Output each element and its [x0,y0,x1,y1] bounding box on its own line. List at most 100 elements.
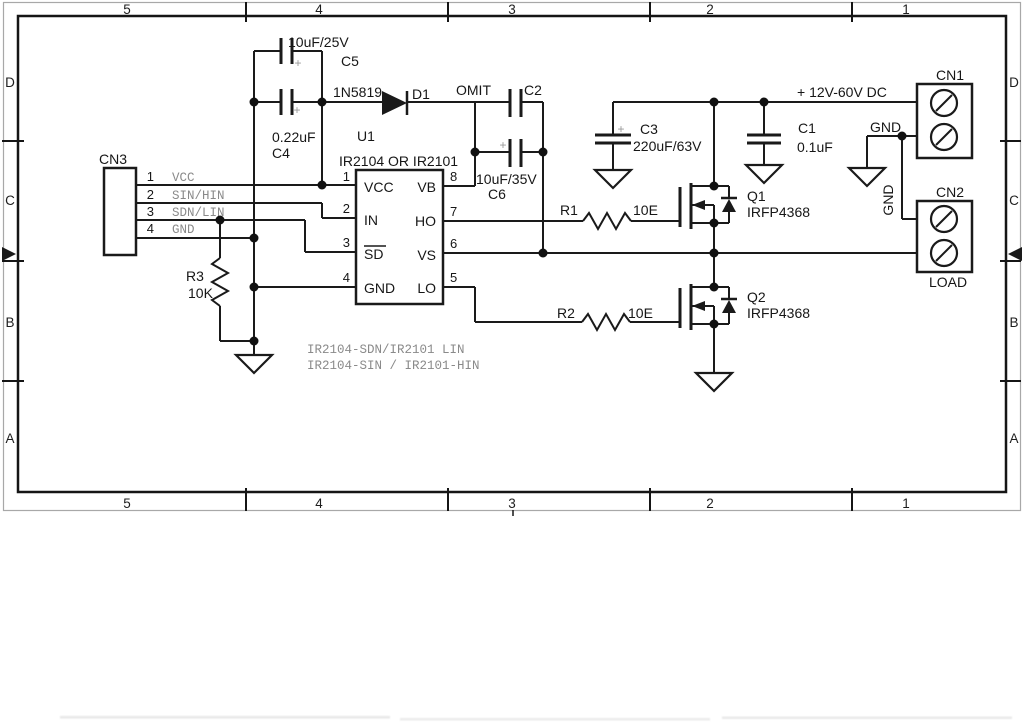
frame-col-label: 5 [123,2,131,17]
ground-icon [592,168,634,190]
c5-ref: C5 [341,53,359,69]
r1-ref: R1 [560,202,578,218]
frame-col-label: 3 [508,496,516,511]
c1-ref: C1 [798,120,816,136]
frame-col-label: 4 [315,2,323,17]
body-diode-icon [722,300,736,313]
connector-cn2: CN2 LOAD [915,184,974,290]
frame-row-label: B [1009,315,1018,330]
capacitor-c4: + 0.22uF C4 [272,89,316,161]
junction-dots [215,97,907,346]
frame-col-label: 4 [315,496,323,511]
ground-icon [846,166,888,188]
u1-pin-number: 8 [450,169,457,184]
net-label-sin-hin: SIN/HIN [172,189,225,203]
sheet-frame: 5 4 3 2 1 5 4 3 2 1 D C B A D C B A [2,1,1022,516]
wires [136,50,917,373]
frame-col-label: 1 [902,2,910,17]
u1-value: IR2104 OR IR2101 [339,153,458,169]
ground-icon [233,353,275,375]
frame-row-label: C [5,193,15,208]
c5-value: 10uF/25V [288,34,349,50]
net-label-vcc: VCC [172,171,195,185]
connector-cn3: CN3 1 2 3 4 VCC SIN/HIN SDN/LIN GND [99,151,225,257]
frame-col-label: 1 [902,496,910,511]
u1-ref: U1 [357,128,375,144]
frame-col-label: 3 [508,2,516,17]
u1-pin-number: 6 [450,236,457,251]
u1-pin-name: VCC [364,179,394,195]
screw-terminal-icon [929,238,959,268]
r1-value: 10E [633,202,658,218]
c1-value: 0.1uF [797,139,833,155]
cn3-pin-number: 2 [147,187,154,202]
screw-terminal-icon [929,88,959,118]
gnd-net-label: GND [870,119,901,135]
d1-ref: D1 [412,86,430,102]
capacitor-c1: C1 0.1uF [747,120,833,155]
ground-icon [743,163,785,185]
right-center-arrow-icon [1008,247,1022,261]
capacitor-c6: + 10uF/35V C6 [476,138,537,202]
u1-pin-number: 5 [450,270,457,285]
left-center-arrow-icon [2,247,16,261]
ground-icon [693,371,735,393]
q1-ref: Q1 [747,188,766,204]
r2-ref: R2 [557,305,575,321]
polarity-plus-icon: + [293,103,300,117]
connector-cn1: CN1 [915,67,974,160]
cn1-ref: CN1 [936,67,964,83]
frame-row-label: A [1009,431,1018,446]
u1-pin-number: 4 [343,270,350,285]
diode-d1: 1N5819 D1 [333,84,430,115]
r3-ref: R3 [186,268,204,284]
c6-value: 10uF/35V [476,171,537,187]
c6-ref: C6 [488,186,506,202]
frame-col-label: 2 [706,2,714,17]
u1-pin-number: 1 [343,169,350,184]
c2-ref: C2 [524,82,542,98]
c3-ref: C3 [640,121,658,137]
c4-value: 0.22uF [272,129,316,145]
d1-value: 1N5819 [333,84,382,100]
nchannel-arrow-icon [692,200,705,210]
polarity-plus-icon: + [617,122,624,136]
net-labels: + 12V-60V DC GND GND [797,84,901,216]
u1-pin-name: IN [364,212,378,228]
cn3-pin-number: 3 [147,204,154,219]
schematic-notes: IR2104-SDN/IR2101 LIN IR2104-SIN / IR210… [307,343,480,373]
cn3-pin-number: 1 [147,169,154,184]
c4-ref: C4 [272,145,290,161]
ic-u1: U1 IR2104 OR IR2101 VCC IN SD GND VB HO … [339,128,458,306]
u1-pin-name: SD [364,246,383,262]
capacitor-c2: OMIT C2 [456,82,542,117]
r3-value: 10K [188,285,214,301]
net-label-sdn-lin: SDN/LIN [172,206,225,220]
u1-pin-name: GND [364,280,395,296]
screw-terminal-icon [929,122,959,152]
body-diode-icon [722,199,736,212]
u1-pin-name: VS [417,247,436,263]
capacitor-c3: + C3 220uF/63V [595,121,702,154]
mosfet-q2: Q2 IRFP4368 [678,284,810,330]
frame-row-label: D [1009,75,1019,90]
supply-net-label: + 12V-60V DC [797,84,887,100]
net-label-gnd: GND [172,223,195,237]
cn2-ref: CN2 [936,184,964,200]
scan-artifact [60,716,1012,721]
resistor-r3: R3 10K [186,257,231,307]
resistor-r1: R1 10E [560,202,658,232]
cn3-pin-number: 4 [147,221,154,236]
resistor-r2: R2 10E [557,305,653,333]
u1-pin-number: 2 [343,201,350,216]
mosfet-q1: Q1 IRFP4368 [678,183,810,229]
q2-part: IRFP4368 [747,305,810,321]
r2-value: 10E [628,305,653,321]
cn3-ref: CN3 [99,151,127,167]
frame-row-label: C [1009,193,1019,208]
gnd-net-label-vertical: GND [880,184,896,215]
polarity-plus-icon: + [499,138,506,152]
u1-pin-number: 3 [343,235,350,250]
